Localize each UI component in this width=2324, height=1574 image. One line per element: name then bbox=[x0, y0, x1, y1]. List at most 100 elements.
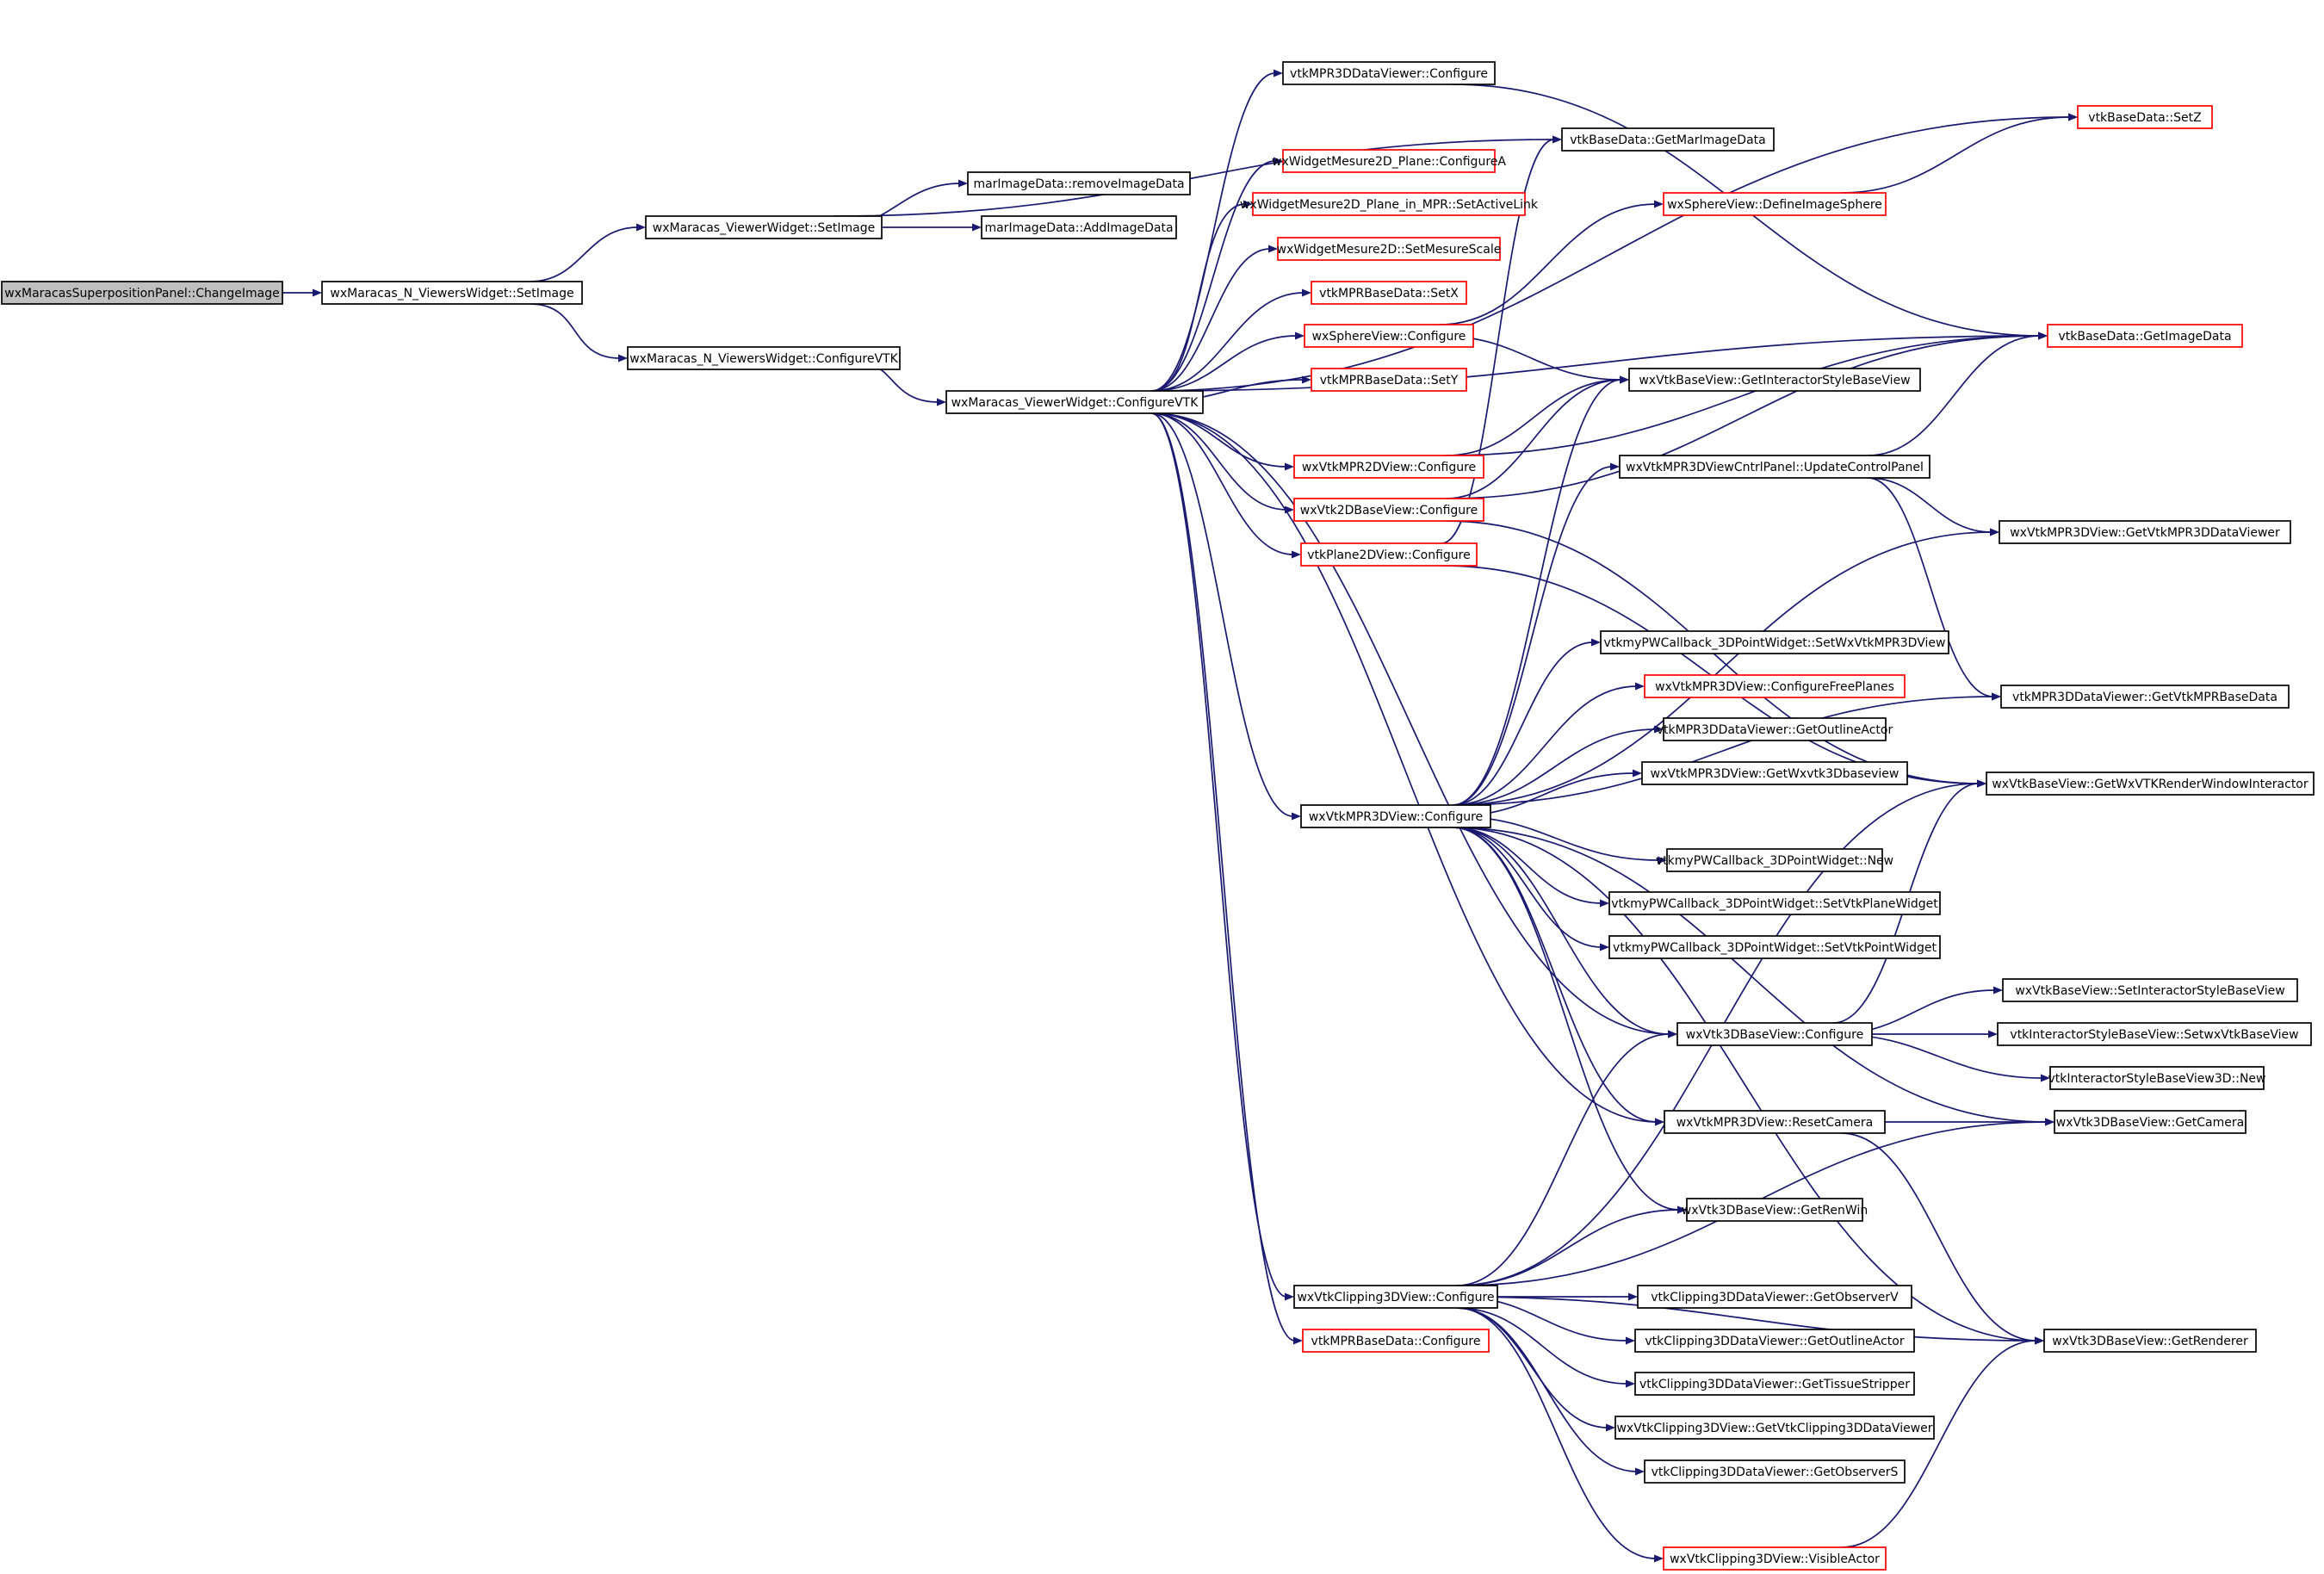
node-vtkmypwcallback-3dpointwidget-setwxvtkmpr3dview[interactable]: vtkmyPWCallback_3DPointWidget::SetWxVtkM… bbox=[1600, 630, 1949, 654]
node-wxvtkmpr3dview-configurefreeplanes[interactable]: wxVtkMPR3DView::ConfigureFreePlanes bbox=[1644, 674, 1906, 698]
node-wxmaracas-n-viewerswidget-configurevtk[interactable]: wxMaracas_N_ViewersWidget::ConfigureVTK bbox=[627, 346, 901, 370]
node-wxmaracas-viewerwidget-configurevtk[interactable]: wxMaracas_ViewerWidget::ConfigureVTK bbox=[945, 390, 1204, 414]
node-wxvtk3dbaseview-getcamera[interactable]: wxVtk3DBaseView::GetCamera bbox=[2054, 1110, 2247, 1134]
node-wxvtkbaseview-getwxvtkrenderwindowinteractor[interactable]: wxVtkBaseView::GetWxVTKRenderWindowInter… bbox=[1986, 772, 2315, 796]
node-vtkbasedata-setz[interactable]: vtkBaseData::SetZ bbox=[2077, 105, 2213, 129]
node-box[interactable] bbox=[1300, 804, 1491, 828]
node-wxmaracas-n-viewerswidget-setimage[interactable]: wxMaracas_N_ViewersWidget::SetImage bbox=[321, 281, 583, 305]
node-box[interactable] bbox=[1644, 674, 1906, 698]
node-box[interactable] bbox=[1302, 1329, 1490, 1353]
node-wxvtkclipping3dview-visibleactor[interactable]: wxVtkClipping3DView::VisibleActor bbox=[1663, 1546, 1887, 1571]
node-vtkmpr3ddataviewer-getvtkmprbasedata[interactable]: vtkMPR3DDataViewer::GetVtkMPRBaseData bbox=[2000, 685, 2290, 709]
node-wxsphereview-defineimagesphere[interactable]: wxSphereView::DefineImageSphere bbox=[1663, 192, 1887, 216]
node-box[interactable] bbox=[1641, 761, 1908, 785]
node-box[interactable] bbox=[1634, 1372, 1915, 1396]
node-vtkinteractorstylebaseview-setwxvtkbaseview[interactable]: vtkInteractorStyleBaseView::SetwxVtkBase… bbox=[1997, 1022, 2312, 1046]
node-box[interactable] bbox=[2054, 1110, 2247, 1134]
node-wxsphereview-configure[interactable]: wxSphereView::Configure bbox=[1304, 324, 1474, 348]
node-box[interactable] bbox=[321, 281, 583, 305]
node-box[interactable] bbox=[2002, 978, 2298, 1002]
node-box[interactable] bbox=[1300, 542, 1478, 567]
node-wxvtk2dbaseview-configure[interactable]: wxVtk2DBaseView::Configure bbox=[1293, 498, 1484, 522]
node-box[interactable] bbox=[1997, 1022, 2312, 1046]
node-wxvtk3dbaseview-getrenwin[interactable]: wxVtk3DBaseView::GetRenWin bbox=[1682, 1198, 1868, 1222]
node-vtkplane2dview-configure[interactable]: vtkPlane2DView::Configure bbox=[1300, 542, 1478, 567]
node-box[interactable] bbox=[2000, 685, 2290, 709]
node-box[interactable] bbox=[981, 215, 1177, 239]
node-box[interactable] bbox=[1666, 848, 1883, 872]
node-box[interactable] bbox=[1293, 1285, 1498, 1309]
node-box[interactable] bbox=[1608, 935, 1941, 959]
node-wxvtk3dbaseview-configure[interactable]: wxVtk3DBaseView::Configure bbox=[1676, 1022, 1873, 1046]
node-vtkmpr3ddataviewer-configure[interactable]: vtkMPR3DDataViewer::Configure bbox=[1282, 61, 1496, 85]
node-box[interactable] bbox=[1619, 455, 1930, 479]
node-box[interactable] bbox=[1663, 192, 1887, 216]
node-box[interactable] bbox=[1282, 61, 1496, 85]
node-wxvtkmpr3dview-getwxvtk3dbaseview[interactable]: wxVtkMPR3DView::GetWxvtk3Dbaseview bbox=[1641, 761, 1908, 785]
node-box[interactable] bbox=[967, 171, 1191, 195]
node-wxwidgetmesure2d-plane-configurea[interactable]: wxWidgetMesure2D_Plane::ConfigureA bbox=[1272, 149, 1506, 173]
node-wxwidgetmesure2d-setmesurescale[interactable]: wxWidgetMesure2D::SetMesureScale bbox=[1277, 237, 1502, 261]
node-vtkbasedata-getimagedata[interactable]: vtkBaseData::GetImageData bbox=[2047, 324, 2243, 348]
node-box[interactable] bbox=[645, 215, 883, 239]
node-box[interactable] bbox=[627, 346, 901, 370]
node-vtkmprbasedata-sety[interactable]: vtkMPRBaseData::SetY bbox=[1311, 368, 1467, 392]
node-vtkclipping3ddataviewer-getobservers[interactable]: vtkClipping3DDataViewer::GetObserverS bbox=[1644, 1459, 1906, 1484]
node-box[interactable] bbox=[1561, 127, 1775, 152]
node-box[interactable] bbox=[1311, 281, 1467, 305]
node-box[interactable] bbox=[1608, 891, 1941, 915]
node-box[interactable] bbox=[1644, 1459, 1906, 1484]
node-box[interactable] bbox=[1282, 149, 1496, 173]
node-box[interactable] bbox=[1986, 772, 2315, 796]
node-vtkmprbasedata-configure[interactable]: vtkMPRBaseData::Configure bbox=[1302, 1329, 1490, 1353]
node-box[interactable] bbox=[1637, 1285, 1912, 1309]
node-wxwidgetmesure2d-plane-in-mpr-setactivelink[interactable]: wxWidgetMesure2D_Plane_in_MPR::SetActive… bbox=[1240, 192, 1539, 216]
node-vtkmprbasedata-setx[interactable]: vtkMPRBaseData::SetX bbox=[1311, 281, 1467, 305]
node-box[interactable] bbox=[1999, 520, 2291, 544]
node-wxvtkmpr2dview-configure[interactable]: wxVtkMPR2DView::Configure bbox=[1293, 455, 1484, 479]
node-vtkclipping3ddataviewer-gettissuestripper[interactable]: vtkClipping3DDataViewer::GetTissueStripp… bbox=[1634, 1372, 1915, 1396]
node-vtkmypwcallback-3dpointwidget-setvtkpointwidget[interactable]: vtkmyPWCallback_3DPointWidget::SetVtkPoi… bbox=[1608, 935, 1941, 959]
node-vtkmypwcallback-3dpointwidget-setvtkplanewidget[interactable]: vtkmyPWCallback_3DPointWidget::SetVtkPla… bbox=[1608, 891, 1941, 915]
node-box[interactable] bbox=[2047, 324, 2243, 348]
node-box[interactable] bbox=[1676, 1022, 1873, 1046]
node-box[interactable] bbox=[1663, 1546, 1887, 1571]
node-vtkinteractorstylebaseview3d-new[interactable]: vtkInteractorStyleBaseView3D::New bbox=[2048, 1066, 2266, 1090]
node-box[interactable] bbox=[1664, 1110, 1886, 1134]
node-marimagedata-addimagedata[interactable]: marImageData::AddImageData bbox=[981, 215, 1177, 239]
node-box[interactable] bbox=[1628, 368, 1921, 392]
node-box[interactable] bbox=[1293, 455, 1484, 479]
node-box[interactable] bbox=[1614, 1416, 1935, 1440]
node-wxvtkclipping3dview-configure[interactable]: wxVtkClipping3DView::Configure bbox=[1293, 1285, 1498, 1309]
node-wxvtkmpr3dviewcntrlpanel-updatecontrolpanel[interactable]: wxVtkMPR3DViewCntrlPanel::UpdateControlP… bbox=[1619, 455, 1930, 479]
node-vtkmypwcallback-3dpointwidget-new[interactable]: vtkmyPWCallback_3DPointWidget::New bbox=[1656, 848, 1893, 872]
node-wxvtkbaseview-getinteractorstylebaseview[interactable]: wxVtkBaseView::GetInteractorStyleBaseVie… bbox=[1628, 368, 1921, 392]
node-box[interactable] bbox=[2043, 1329, 2257, 1353]
node-wxmaracas-viewerwidget-setimage[interactable]: wxMaracas_ViewerWidget::SetImage bbox=[645, 215, 883, 239]
node-wxvtkbaseview-setinteractorstylebaseview[interactable]: wxVtkBaseView::SetInteractorStyleBaseVie… bbox=[2002, 978, 2298, 1002]
node-box[interactable] bbox=[1311, 368, 1467, 392]
node-box[interactable] bbox=[1, 281, 283, 305]
node-vtkclipping3ddataviewer-getoutlineactor[interactable]: vtkClipping3DDataViewer::GetOutlineActor bbox=[1634, 1329, 1915, 1353]
node-wxmaracassuperpositionpanel-changeimage[interactable]: wxMaracasSuperpositionPanel::ChangeImage bbox=[1, 281, 283, 305]
node-box[interactable] bbox=[1686, 1198, 1863, 1222]
node-box[interactable] bbox=[945, 390, 1204, 414]
node-box[interactable] bbox=[1277, 237, 1501, 261]
node-wxvtkmpr3dview-resetcamera[interactable]: wxVtkMPR3DView::ResetCamera bbox=[1664, 1110, 1886, 1134]
node-box[interactable] bbox=[1304, 324, 1474, 348]
node-wxvtkclipping3dview-getvtkclipping3ddataviewer[interactable]: wxVtkClipping3DView::GetVtkClipping3DDat… bbox=[1614, 1416, 1935, 1440]
node-box[interactable] bbox=[2049, 1066, 2265, 1090]
node-box[interactable] bbox=[1634, 1329, 1915, 1353]
node-box[interactable] bbox=[1252, 192, 1526, 216]
node-marimagedata-removeimagedata[interactable]: marImageData::removeImageData bbox=[967, 171, 1191, 195]
node-box[interactable] bbox=[2077, 105, 2213, 129]
node-wxvtk3dbaseview-getrenderer[interactable]: wxVtk3DBaseView::GetRenderer bbox=[2043, 1329, 2257, 1353]
node-box[interactable] bbox=[1663, 717, 1887, 741]
node-wxvtkmpr3dview-getvtkmpr3ddataviewer[interactable]: wxVtkMPR3DView::GetVtkMPR3DDataViewer bbox=[1999, 520, 2291, 544]
node-vtkclipping3ddataviewer-getobserverv[interactable]: vtkClipping3DDataViewer::GetObserverV bbox=[1637, 1285, 1912, 1309]
node-box[interactable] bbox=[1600, 630, 1949, 654]
node-box[interactable] bbox=[1293, 498, 1484, 522]
node-vtkmpr3ddataviewer-getoutlineactor[interactable]: vtkMPR3DDataViewer::GetOutlineActor bbox=[1657, 717, 1893, 741]
node-vtkbasedata-getmarimagedata[interactable]: vtkBaseData::GetMarImageData bbox=[1561, 127, 1775, 152]
node-wxvtkmpr3dview-configure[interactable]: wxVtkMPR3DView::Configure bbox=[1300, 804, 1491, 828]
